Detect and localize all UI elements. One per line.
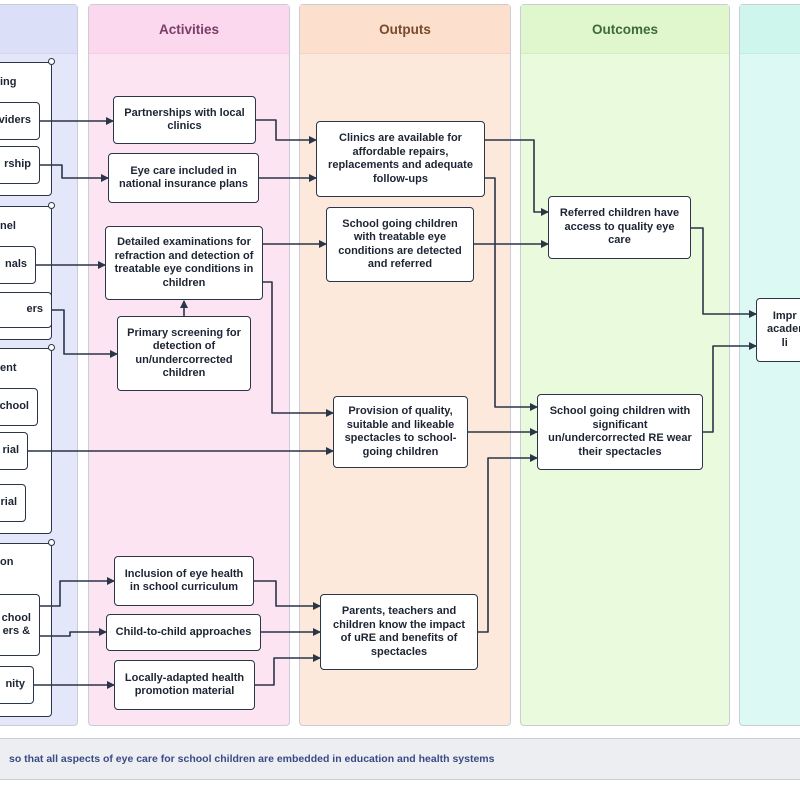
input-group-3-handle[interactable]: [48, 344, 55, 351]
activity-screening: Primary screening for detection of un/un…: [117, 316, 251, 391]
activity-curriculum: Inclusion of eye health in school curric…: [114, 556, 254, 606]
input-group-3-label: ent: [0, 362, 17, 374]
input-group-4-label: on: [0, 556, 14, 568]
impact-column: [739, 4, 800, 726]
impact-box: Impr acader li: [756, 298, 800, 362]
input-item-school-teachers: chool ers &: [0, 594, 40, 656]
footer-banner: so that all aspects of eye care for scho…: [0, 738, 800, 780]
output-spectacles: Provision of quality, suitable and likea…: [333, 396, 468, 468]
input-group-1-handle[interactable]: [48, 58, 55, 65]
input-item-material-2: rial: [0, 484, 26, 522]
outputs-column-header: Outputs: [300, 5, 510, 54]
impact-column-header: [740, 5, 800, 54]
output-clinics: Clinics are available for affordable rep…: [316, 121, 485, 197]
input-item-teachers: ers: [0, 292, 52, 328]
input-group-4-handle[interactable]: [48, 539, 55, 546]
activity-partnerships: Partnerships with local clinics: [113, 96, 256, 144]
input-item-material-1: rial: [0, 432, 28, 470]
input-item-partnership: rship: [0, 146, 40, 184]
activity-insurance: Eye care included in national insurance …: [108, 153, 259, 203]
input-item-school: chool: [0, 388, 38, 426]
outcomes-column: Outcomes: [520, 4, 730, 726]
input-group-1-label: ing: [0, 76, 17, 88]
activity-examinations: Detailed examinations for refraction and…: [105, 226, 263, 300]
activity-child-to-child: Child-to-child approaches: [106, 614, 261, 651]
output-detected: School going children with treatable eye…: [326, 207, 474, 282]
input-item-community: nity: [0, 666, 34, 704]
activity-promotion: Locally-adapted health promotion materia…: [114, 660, 255, 710]
input-item-professionals: nals: [0, 246, 36, 284]
inputs-column-header: [0, 5, 77, 54]
outcome-wear: School going children with significant u…: [537, 394, 703, 470]
outcomes-column-header: Outcomes: [521, 5, 729, 54]
activities-column-header: Activities: [89, 5, 289, 54]
input-group-2-label: nel: [0, 220, 16, 232]
footer-text: so that all aspects of eye care for scho…: [9, 753, 495, 765]
output-knowledge: Parents, teachers and children know the …: [320, 594, 478, 670]
input-item-providers: viders: [0, 102, 40, 140]
outcome-referred: Referred children have access to quality…: [548, 196, 691, 259]
input-group-2-handle[interactable]: [48, 202, 55, 209]
